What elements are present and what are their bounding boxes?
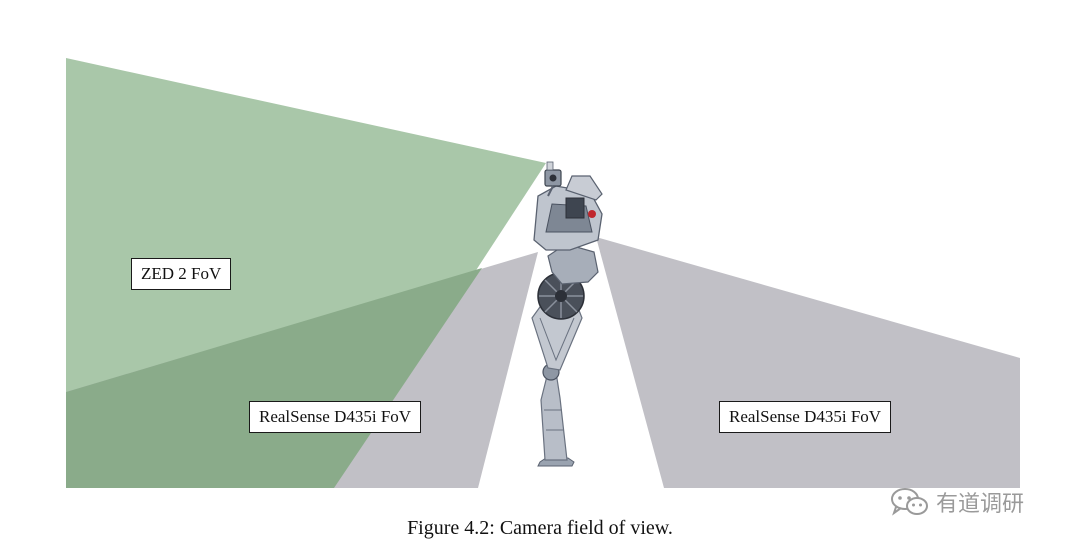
realsense-left-fov-label: RealSense D435i FoV <box>249 401 422 433</box>
realsense-right-fov-region <box>596 237 1020 488</box>
robot-illustration <box>531 161 603 467</box>
watermark: 有道调研 <box>890 486 1024 518</box>
zed-fov-label: ZED 2 FoV <box>131 258 232 290</box>
realsense-right-fov-label: RealSense D435i FoV <box>719 401 892 433</box>
watermark-text: 有道调研 <box>936 492 1025 517</box>
fov-overlap-region <box>66 268 482 488</box>
wechat-icon <box>890 487 930 517</box>
figure-caption: Figure 4.2: Camera field of view. <box>407 517 673 539</box>
